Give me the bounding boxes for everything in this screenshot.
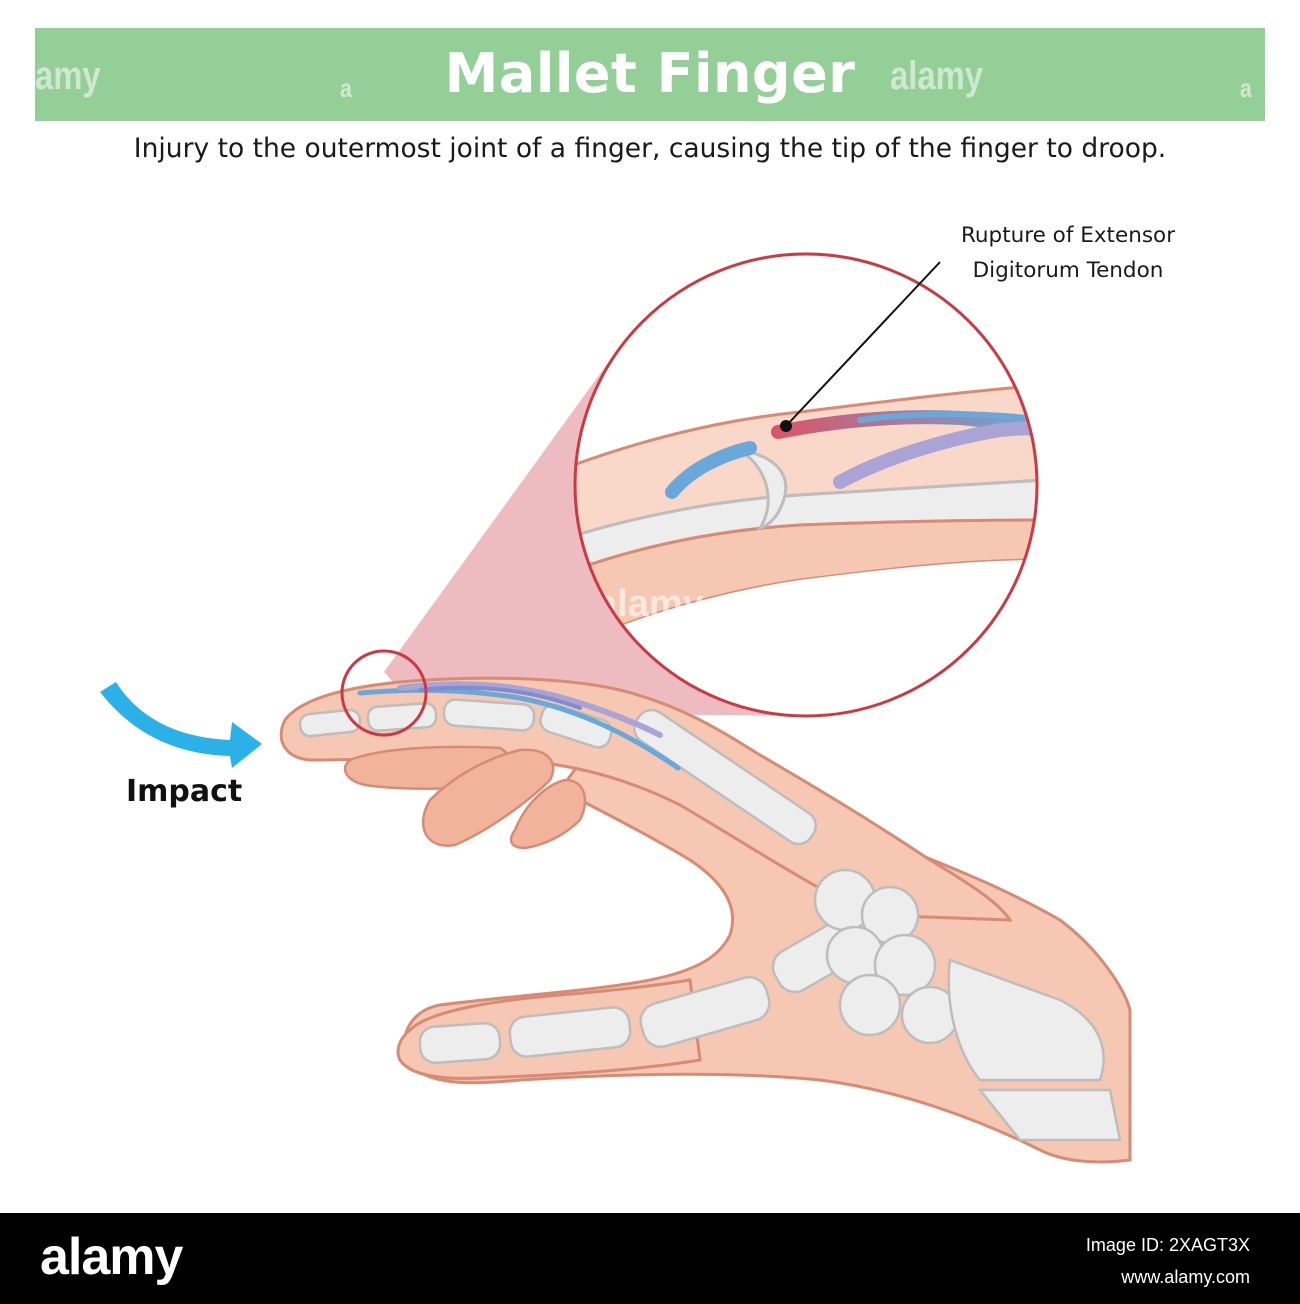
tendon-purple (397, 681, 663, 738)
page-title: Mallet Finger (444, 42, 856, 105)
watermark-text: a (1240, 73, 1252, 103)
mallet-finger-illustration: alamy (100, 252, 1132, 1164)
zoom-detail: alamy (575, 254, 1037, 716)
tendon-secondary (418, 685, 582, 710)
title-banner: amy a alamy a Mallet Finger (35, 28, 1265, 121)
callout-line-1: Rupture of Extensor (960, 223, 1176, 248)
impact-arrow-icon (100, 682, 262, 768)
zoom-circle (573, 252, 1039, 718)
fingertip-zoom-marker (340, 649, 428, 737)
site-url: www.alamy.com (1121, 1267, 1250, 1287)
callout-line-2: Digitorum Tendon (972, 258, 1164, 283)
callout-label: Rupture of Extensor Digitorum Tendon (900, 218, 1236, 288)
watermark-text: amy (35, 54, 101, 98)
ring-finger (421, 748, 555, 847)
hand (279, 649, 1132, 1164)
brand-logo: alamy (40, 1228, 183, 1286)
callout-line (785, 261, 941, 427)
bones (298, 698, 1122, 1142)
little-finger (509, 778, 587, 850)
tendon-blue (357, 687, 681, 771)
watermark-text: a (340, 73, 352, 103)
page-subtitle: Injury to the outermost joint of a finge… (133, 133, 1167, 164)
impact-label: Impact (126, 774, 243, 809)
stock-footer: alamy Image ID: 2XAGT3X www.alamy.com (0, 1213, 1300, 1304)
image-id: Image ID: 2XAGT3X (1085, 1235, 1250, 1255)
watermark-text: alamy (890, 54, 984, 98)
callout-dot (780, 420, 792, 432)
